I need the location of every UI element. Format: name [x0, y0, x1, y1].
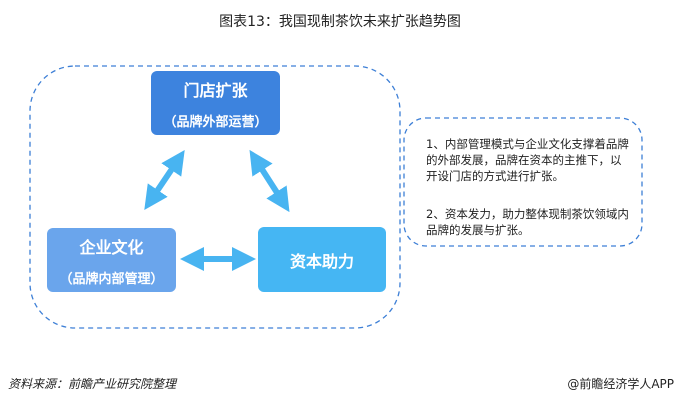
- node-store-title: 门店扩张: [183, 80, 248, 100]
- brand-label: @前瞻经济学人APP: [567, 377, 674, 391]
- node-capital-title: 资本助力: [289, 251, 354, 271]
- node-culture-subtitle: （品牌内部管理）: [59, 271, 164, 287]
- note-dashed-frame: [403, 117, 643, 247]
- main-dashed-frame: [29, 65, 401, 329]
- node-capital-support: 资本助力: [258, 227, 386, 292]
- source-note: 资料来源：前瞻产业研究院整理: [8, 377, 177, 391]
- node-culture-title: 企业文化: [79, 237, 144, 257]
- node-corporate-culture: 企业文化 （品牌内部管理）: [47, 228, 176, 292]
- arrow-store-capital: [249, 149, 290, 213]
- arrow-store-culture: [144, 150, 185, 210]
- notes-panel: 1、内部管理模式与企业文化支撑着品牌的外部发展，品牌在资本的主推下，以开设门店的…: [426, 136, 631, 260]
- figure-title: 图表13：我国现制茶饮未来扩张趋势图: [219, 14, 461, 30]
- node-store-subtitle: （品牌外部运营）: [163, 114, 268, 130]
- note-item: 2、资本发力，助力整体现制茶饮领域内品牌的发展与扩张。: [426, 207, 629, 237]
- node-store-expansion: 门店扩张 （品牌外部运营）: [151, 71, 280, 135]
- note-item: 1、内部管理模式与企业文化支撑着品牌的外部发展，品牌在资本的主推下，以开设门店的…: [426, 137, 629, 183]
